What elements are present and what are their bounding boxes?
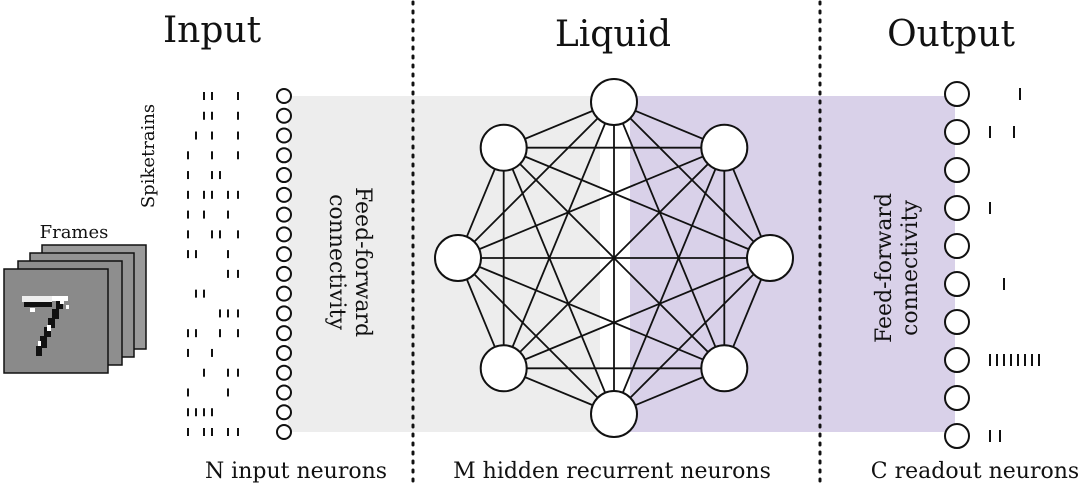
readout-neuron — [944, 385, 970, 411]
readout-neuron — [944, 195, 970, 221]
input-neuron — [276, 186, 292, 203]
readout-neuron — [944, 309, 970, 335]
input-neuron — [276, 424, 292, 440]
output-connectivity-line1: Feed-forward — [872, 193, 897, 343]
hidden-neuron — [479, 123, 528, 172]
frames-label: Frames — [40, 222, 109, 243]
output-connectivity-label: Feed-forward connectivity — [872, 193, 923, 343]
digit-seven-image — [22, 296, 69, 356]
input-spike-raster — [187, 92, 239, 436]
input-title: Input — [163, 10, 262, 51]
recurrent-connection — [457, 257, 615, 415]
recurrent-connection — [503, 146, 771, 259]
input-neuron — [276, 206, 292, 223]
input-neuron — [276, 285, 292, 302]
input-connectivity-line1: Feed-forward — [350, 187, 375, 337]
input-neuron — [276, 88, 292, 104]
liquid-footer: M hidden recurrent neurons — [453, 459, 771, 484]
recurrent-connection — [457, 146, 725, 259]
readout-neuron-column — [944, 81, 970, 449]
input-neuron — [276, 384, 292, 401]
recurrent-connection — [502, 101, 615, 369]
input-neuron — [276, 364, 292, 381]
recurrent-connection — [503, 147, 725, 369]
input-neuron — [276, 305, 292, 322]
output-footer: C readout neurons — [871, 459, 1079, 484]
hidden-neuron — [590, 78, 638, 126]
input-neuron — [276, 344, 292, 361]
readout-neuron — [944, 119, 970, 145]
spiketrains-label: Spiketrains — [138, 104, 159, 208]
readout-neuron — [944, 233, 970, 259]
input-neuron — [276, 226, 292, 243]
readout-neuron — [944, 423, 970, 449]
readout-neuron — [944, 347, 970, 373]
input-neuron — [276, 127, 292, 144]
liquid-title: Liquid — [555, 14, 671, 55]
input-neuron — [276, 404, 292, 421]
readout-neuron — [944, 81, 970, 107]
hidden-neuron — [700, 123, 749, 172]
recurrent-connection — [503, 257, 771, 370]
input-neuron — [276, 167, 292, 184]
recurrent-connection — [502, 147, 615, 415]
readout-spike-raster — [989, 88, 1040, 442]
hidden-neuron — [746, 234, 794, 282]
hidden-neuron — [700, 344, 749, 393]
input-neuron-column — [276, 88, 292, 440]
hidden-neuron — [479, 344, 528, 393]
input-neuron — [276, 265, 292, 282]
input-neuron — [276, 246, 292, 263]
input-connectivity-label: Feed-forward connectivity — [324, 187, 375, 337]
output-title: Output — [887, 14, 1015, 55]
liquid-hidden-neurons — [434, 78, 794, 438]
recurrent-connection — [457, 257, 725, 370]
input-neuron — [276, 325, 292, 342]
hidden-neuron — [434, 234, 482, 282]
input-neuron — [276, 107, 292, 124]
input-footer: N input neurons — [205, 459, 387, 484]
input-neuron — [276, 147, 292, 164]
readout-neuron — [944, 157, 970, 183]
hidden-neuron — [590, 390, 638, 438]
recurrent-connection — [613, 101, 726, 369]
readout-neuron — [944, 271, 970, 297]
output-connectivity-line2: connectivity — [898, 200, 923, 336]
input-connectivity-line2: connectivity — [324, 194, 349, 330]
frames-stack — [3, 244, 147, 374]
recurrent-connection — [613, 147, 726, 415]
